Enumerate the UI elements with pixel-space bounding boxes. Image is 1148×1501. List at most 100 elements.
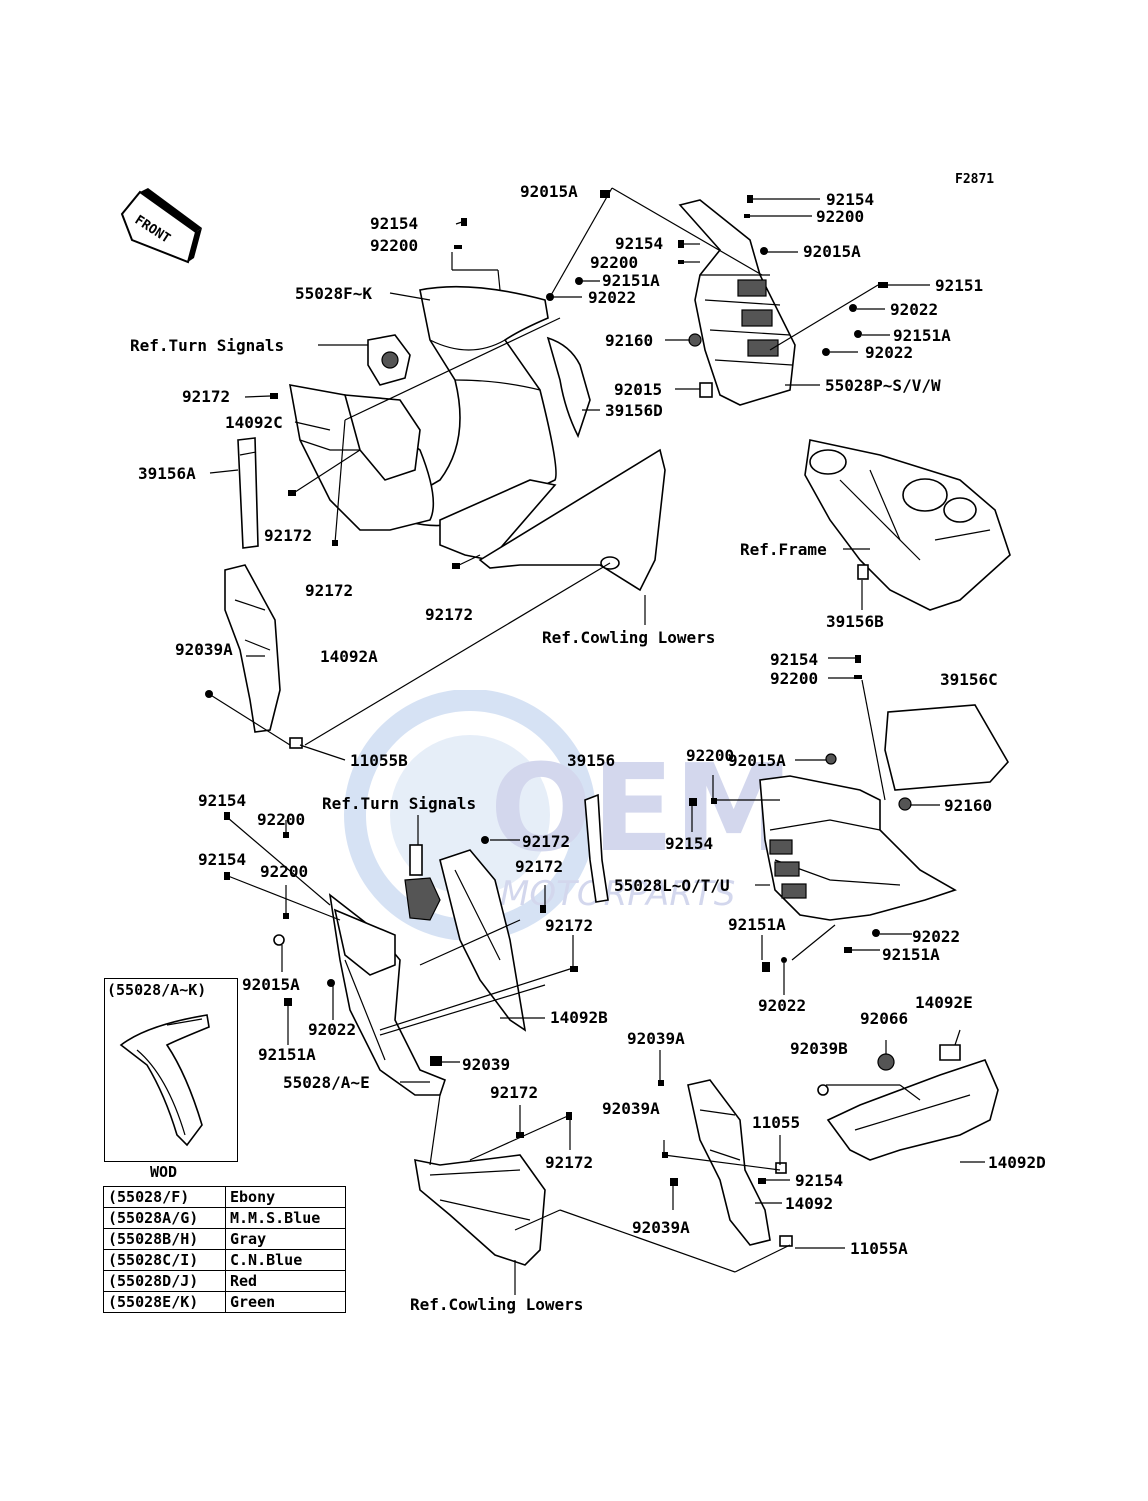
bracket-14092 bbox=[687, 1079, 793, 1247]
color-table-row: (55028D/J)Red bbox=[103, 1270, 346, 1292]
turn-signal-bracket-upper bbox=[367, 334, 411, 386]
callout-label: 92022 bbox=[890, 300, 938, 319]
color-variant-table: (55028/F)Ebony(55028A/G)M.M.S.Blue(55028… bbox=[103, 1186, 346, 1313]
callout-label: 92154 bbox=[770, 650, 818, 669]
inset-title: (55028/A~K) bbox=[107, 981, 207, 999]
side-cowl-55028 bbox=[328, 893, 446, 1096]
callout-label: 92200 bbox=[770, 669, 818, 688]
callout-label: 92154 bbox=[826, 190, 874, 209]
callout-label: 55028L~O/T/U bbox=[614, 876, 730, 895]
callout-label: 92022 bbox=[912, 927, 960, 946]
turn-signal-lower bbox=[404, 844, 441, 921]
callout-label: 92200 bbox=[686, 746, 734, 765]
callout-label: 92154 bbox=[198, 850, 246, 869]
inset-caption: WOD bbox=[150, 1163, 178, 1181]
callout-label: 92015A bbox=[520, 182, 578, 201]
bracket-14092d bbox=[826, 1044, 999, 1161]
callout-label: 11055 bbox=[752, 1113, 800, 1132]
callout-label: 92172 bbox=[264, 526, 312, 545]
callout-label: Ref.Turn Signals bbox=[322, 794, 476, 813]
callout-label: 14092C bbox=[225, 413, 283, 432]
color-name-cell: Gray bbox=[225, 1228, 346, 1250]
callout-label: 39156B bbox=[826, 612, 884, 631]
callout-label: Ref.Cowling Lowers bbox=[410, 1295, 583, 1314]
variant-cowl-illustration bbox=[119, 1014, 210, 1147]
color-name-cell: C.N.Blue bbox=[225, 1249, 346, 1271]
upper-cowl-side-14092c bbox=[289, 384, 435, 531]
callout-label: 92039A bbox=[602, 1099, 660, 1118]
callout-label: 11055B bbox=[350, 751, 408, 770]
callout-label: 14092E bbox=[915, 993, 973, 1012]
callout-label: 92022 bbox=[588, 288, 636, 307]
color-table-row: (55028/F)Ebony bbox=[103, 1186, 346, 1208]
color-table-row: (55028E/K)Green bbox=[103, 1291, 346, 1313]
variant-inset: (55028/A~K) bbox=[104, 978, 238, 1162]
part-code-cell: (55028A/G) bbox=[103, 1207, 226, 1229]
frame-ref bbox=[804, 439, 1011, 611]
callout-label: 92160 bbox=[605, 331, 653, 350]
part-callouts: 92015A 92154 92200 55028F~K Ref.Turn Sig… bbox=[130, 182, 1046, 1314]
color-table-row: (55028B/H)Gray bbox=[103, 1228, 346, 1250]
callout-label: 92200 bbox=[260, 862, 308, 881]
callout-label: 92160 bbox=[944, 796, 992, 815]
callout-label: 92039A bbox=[175, 640, 233, 659]
color-name-cell: Ebony bbox=[225, 1186, 346, 1208]
callout-label: 14092A bbox=[320, 647, 378, 666]
callout-label: 92172 bbox=[522, 832, 570, 851]
panel-39156c bbox=[884, 704, 1009, 791]
callout-label: 92039 bbox=[462, 1055, 510, 1074]
color-name-cell: Red bbox=[225, 1270, 346, 1292]
callout-label: Ref.Turn Signals bbox=[130, 336, 284, 355]
callout-label: 92151A bbox=[728, 915, 786, 934]
part-code-cell: (55028D/J) bbox=[103, 1270, 226, 1292]
callout-label: 39156C bbox=[940, 670, 998, 689]
callout-label: 92015 bbox=[614, 380, 662, 399]
callout-label: 39156A bbox=[138, 464, 196, 483]
inner-cowl-55028p bbox=[678, 199, 796, 406]
lower-cowl-section bbox=[414, 1154, 546, 1266]
callout-label: 39156D bbox=[605, 401, 663, 420]
callout-label: Ref.Cowling Lowers bbox=[542, 628, 715, 647]
lower-trim-strip bbox=[439, 448, 666, 592]
bracket-14092a bbox=[224, 564, 303, 749]
callout-label: 92066 bbox=[860, 1009, 908, 1028]
callout-label: 92200 bbox=[590, 253, 638, 272]
front-arrow-icon: FRONT bbox=[120, 188, 202, 264]
callout-label: 92172 bbox=[490, 1083, 538, 1102]
color-name-cell: M.M.S.Blue bbox=[225, 1207, 346, 1229]
callout-label: 92151A bbox=[602, 271, 660, 290]
callout-label: 92154 bbox=[795, 1171, 843, 1190]
callout-label: 92039A bbox=[627, 1029, 685, 1048]
inner-panel-39156d bbox=[546, 336, 591, 439]
color-table-row: (55028A/G)M.M.S.Blue bbox=[103, 1207, 346, 1229]
panel-39156a bbox=[237, 437, 259, 549]
callout-label: 92151A bbox=[258, 1045, 316, 1064]
part-code-cell: (55028E/K) bbox=[103, 1291, 226, 1313]
callout-label: Ref.Frame bbox=[740, 540, 827, 559]
part-code-cell: (55028C/I) bbox=[103, 1249, 226, 1271]
callout-label: 92154 bbox=[665, 834, 713, 853]
part-code-cell: (55028B/H) bbox=[103, 1228, 226, 1250]
callout-label: 92039B bbox=[790, 1039, 848, 1058]
panel-39156 bbox=[584, 793, 609, 903]
diagram-code: F2871 bbox=[955, 172, 995, 187]
callout-label: 92172 bbox=[545, 1153, 593, 1172]
callout-label: 92200 bbox=[257, 810, 305, 829]
callout-label: 92015A bbox=[728, 751, 786, 770]
callout-label: 92022 bbox=[758, 996, 806, 1015]
callout-label: 92172 bbox=[515, 857, 563, 876]
callout-label: 92172 bbox=[545, 916, 593, 935]
color-table-row: (55028C/I)C.N.Blue bbox=[103, 1249, 346, 1271]
callout-label: 92022 bbox=[308, 1020, 356, 1039]
upper-cowl-inner-panel bbox=[377, 285, 557, 527]
callout-label: 39156 bbox=[567, 751, 615, 770]
callout-label: 55028P~S/V/W bbox=[825, 376, 941, 395]
callout-label: 92200 bbox=[816, 207, 864, 226]
leader-lines bbox=[208, 187, 985, 1295]
callout-label: 92022 bbox=[865, 343, 913, 362]
callout-label: 92151A bbox=[882, 945, 940, 964]
callout-label: 92172 bbox=[305, 581, 353, 600]
callout-label: 92039A bbox=[632, 1218, 690, 1237]
callout-label: 92151A bbox=[893, 326, 951, 345]
